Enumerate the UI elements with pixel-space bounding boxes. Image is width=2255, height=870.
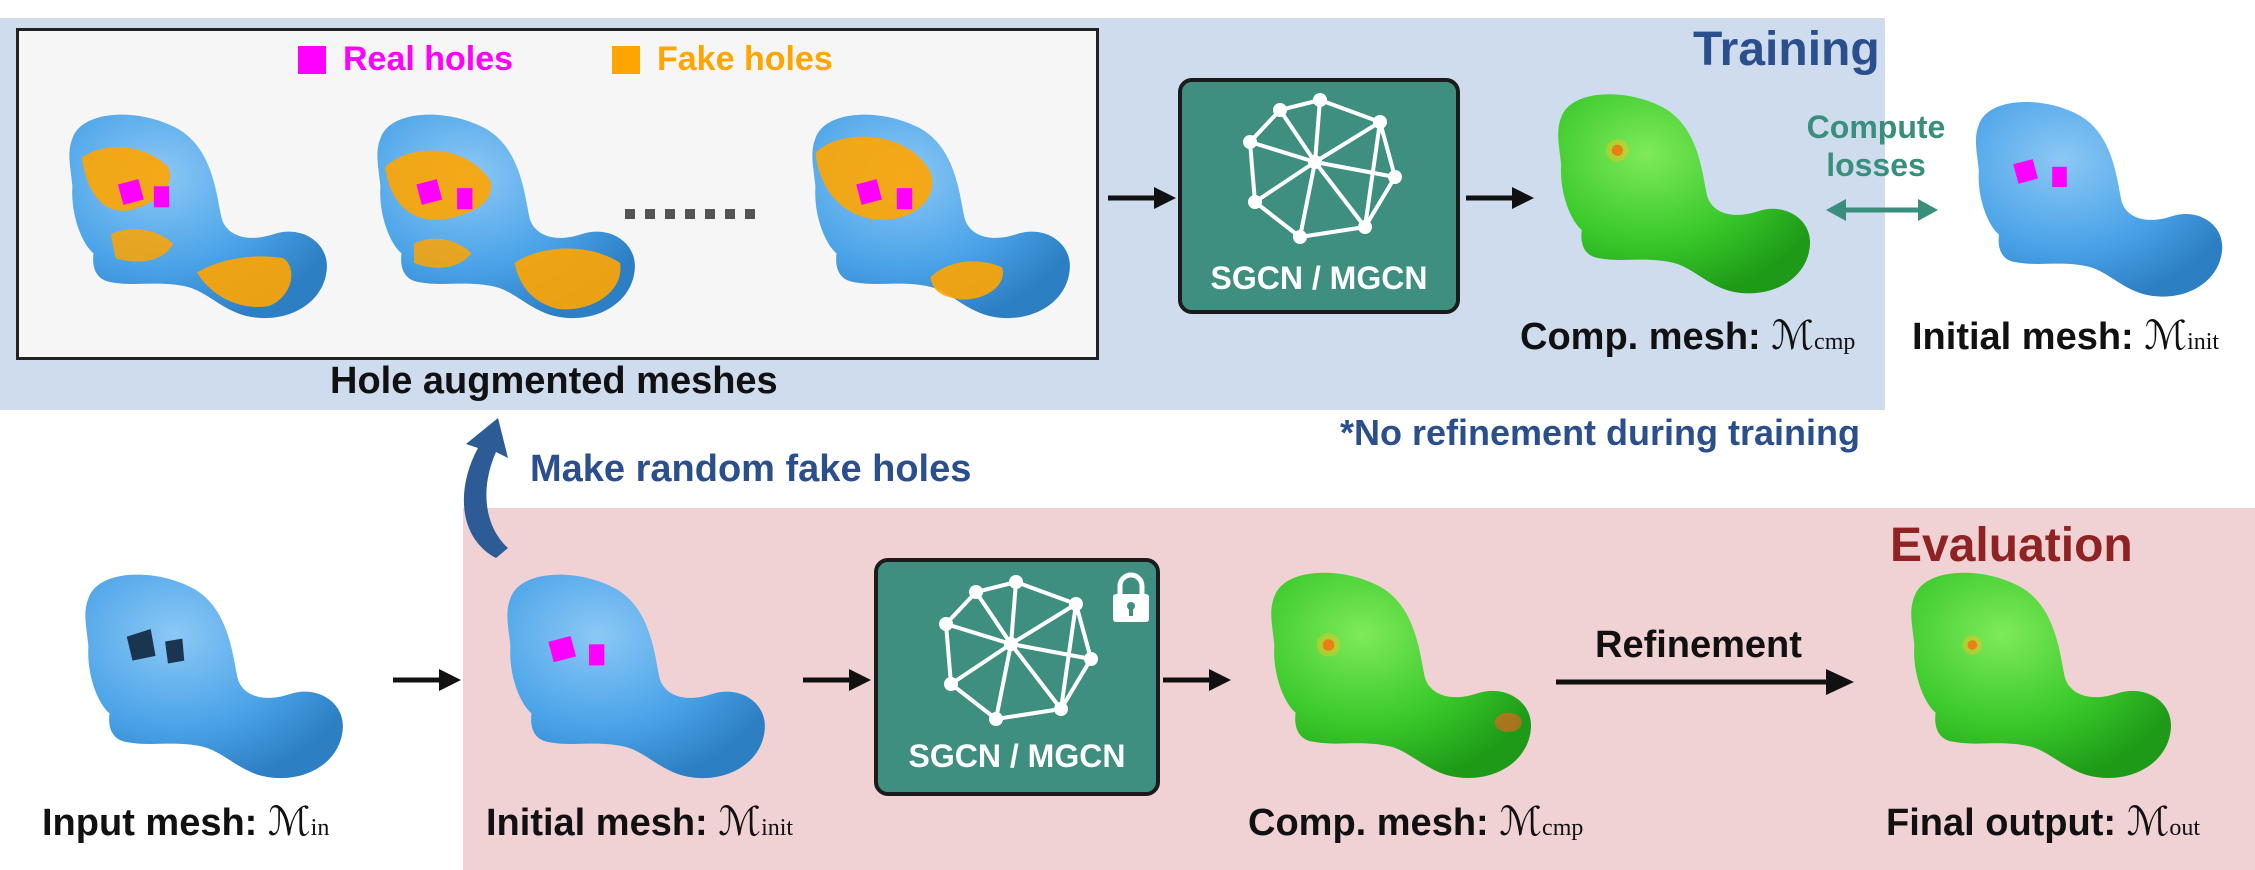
eval-init-caption: Initial mesh: ℳinit <box>486 799 794 844</box>
training-init-caption: Initial mesh: ℳinit <box>1912 313 2220 358</box>
evaluation-title: Evaluation <box>1890 519 2133 572</box>
aug-caption: Hole augmented meshes <box>330 360 778 402</box>
make-holes-arrow <box>463 418 508 558</box>
lock-icon <box>1113 572 1149 622</box>
graph-network-icon <box>939 575 1098 726</box>
eval-arrow-2 <box>803 669 871 691</box>
eval-arrow-3 <box>1163 669 1231 691</box>
eval-final-mesh <box>1895 558 2185 790</box>
training-init-mesh <box>1958 88 2238 308</box>
eval-network-box: SGCN / MGCN <box>874 558 1160 796</box>
eval-network-label: SGCN / MGCN <box>908 738 1126 774</box>
eval-input-mesh <box>68 560 358 790</box>
training-network-label: SGCN / MGCN <box>1210 260 1428 296</box>
eval-input-caption: Input mesh: ℳin <box>42 799 330 844</box>
eval-comp-caption: Comp. mesh: ℳcmp <box>1248 799 1584 844</box>
graph-network-icon <box>1243 93 1402 244</box>
train-arrow-2 <box>1466 187 1534 209</box>
training-comp-mesh <box>1538 80 1828 305</box>
refinement-arrow <box>1556 669 1854 695</box>
make-holes-label: Make random fake holes <box>530 448 972 490</box>
ellipsis-dots <box>625 209 755 219</box>
real-holes-swatch <box>298 46 326 74</box>
fake-holes-swatch <box>612 46 640 74</box>
training-comp-caption: Comp. mesh: ℳcmp <box>1520 313 1856 358</box>
augmented-mesh-3 <box>795 100 1085 330</box>
legend-real-holes: Real holes <box>343 40 514 78</box>
compute-losses-arrow <box>1826 199 1938 221</box>
eval-comp-mesh <box>1255 558 1545 790</box>
compute-label-line2: losses <box>1826 147 1926 183</box>
eval-arrow-1 <box>393 669 461 691</box>
train-arrow-1 <box>1108 187 1176 209</box>
compute-losses-label: Compute losses <box>1806 108 1946 184</box>
training-note: *No refinement during training <box>1340 412 1861 453</box>
compute-label-line1: Compute <box>1806 109 1946 145</box>
refinement-label: Refinement <box>1595 624 1802 666</box>
legend-fake-holes: Fake holes <box>657 40 833 78</box>
augmented-mesh-2 <box>360 100 650 330</box>
augmented-mesh-1 <box>52 100 342 330</box>
eval-final-caption: Final output: ℳout <box>1886 799 2201 844</box>
eval-init-mesh <box>490 560 780 790</box>
training-title: Training <box>1693 23 1880 76</box>
training-network-box: SGCN / MGCN <box>1178 78 1460 314</box>
